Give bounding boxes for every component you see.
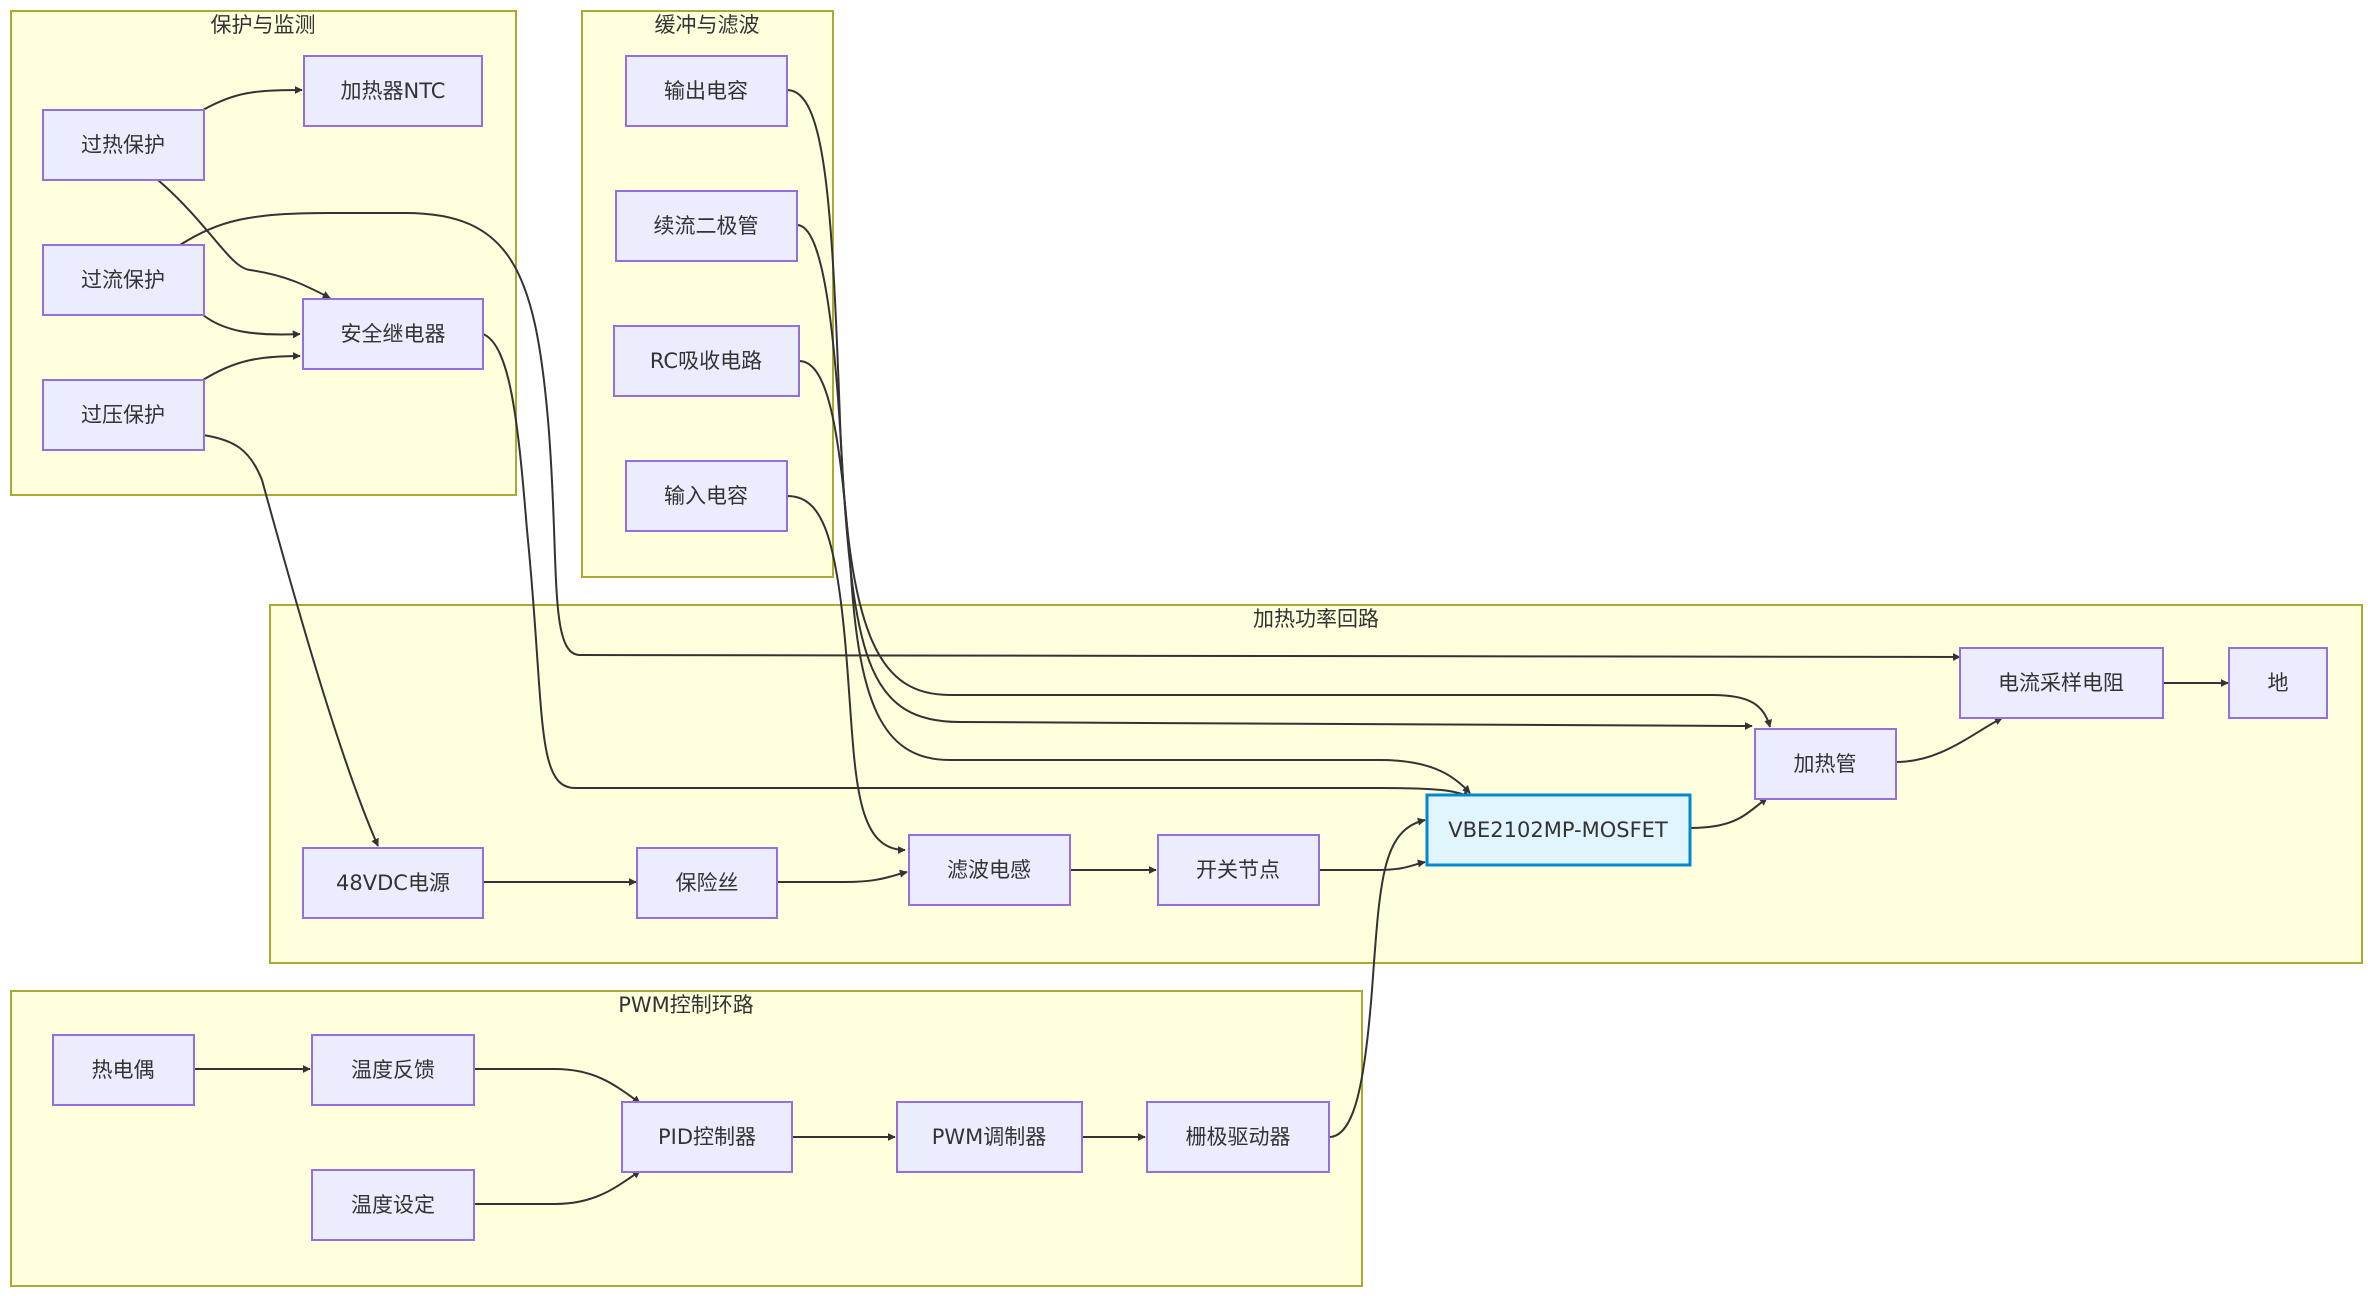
node-current-shunt: 电流采样电阻 — [1959, 647, 2164, 719]
edge-overheat-to-relay — [157, 179, 331, 299]
svg-text:滤波电感: 滤波电感 — [947, 858, 1031, 882]
node-fuse: 保险丝 — [636, 847, 778, 919]
svg-text:开关节点: 开关节点 — [1196, 858, 1280, 882]
edge-fuse-to-inductor — [776, 869, 908, 883]
edge-overheat-to-ntc — [202, 86, 303, 111]
node-pwm-modulator: PWM调制器 — [896, 1101, 1083, 1173]
edge-overvoltage-to-psu — [202, 434, 379, 847]
svg-text:电流采样电阻: 电流采样电阻 — [1998, 671, 2124, 695]
svg-text:温度反馈: 温度反馈 — [351, 1058, 435, 1082]
node-temperature-feedback: 温度反馈 — [311, 1034, 475, 1106]
edge-setpoint-to-pid — [474, 1170, 641, 1205]
node-ground: 地 — [2228, 647, 2328, 719]
svg-text:温度设定: 温度设定 — [351, 1193, 435, 1217]
svg-text:过热保护: 过热保护 — [81, 133, 165, 157]
svg-text:加热管: 加热管 — [1794, 752, 1857, 776]
edge-feedback-to-pid — [474, 1068, 641, 1104]
svg-text:栅极驱动器: 栅极驱动器 — [1186, 1125, 1291, 1149]
svg-text:VBE2102MP-MOSFET: VBE2102MP-MOSFET — [1448, 818, 1668, 842]
node-temperature-setpoint: 温度设定 — [311, 1169, 475, 1241]
node-overvoltage-protection: 过压保护 — [42, 379, 205, 451]
edge-relay-to-mosfet — [482, 333, 1471, 798]
node-heater-ntc: 加热器NTC — [303, 55, 483, 127]
edge-gatedriver-to-mosfet — [1328, 817, 1426, 1138]
svg-text:热电偶: 热电偶 — [92, 1058, 155, 1082]
cluster-title-protection: 保护与监测 — [211, 13, 316, 37]
svg-text:RC吸收电路: RC吸收电路 — [650, 349, 762, 373]
svg-text:续流二极管: 续流二极管 — [654, 214, 759, 238]
svg-text:PWM调制器: PWM调制器 — [932, 1125, 1047, 1149]
node-rc-snubber: RC吸收电路 — [613, 325, 800, 397]
node-mosfet: VBE2102MP-MOSFET — [1425, 793, 1692, 867]
edge-overcurrent-to-shunt — [179, 212, 1961, 661]
node-gate-driver: 栅极驱动器 — [1146, 1101, 1330, 1173]
edge-rc-snubber-to-mosfet — [798, 360, 1471, 794]
node-pid-controller: PID控制器 — [621, 1101, 793, 1173]
node-freewheel-diode: 续流二极管 — [615, 190, 798, 262]
svg-text:48VDC电源: 48VDC电源 — [336, 871, 450, 895]
edge-input-cap-to-inductor — [786, 495, 906, 854]
svg-text:过压保护: 过压保护 — [81, 403, 165, 427]
svg-text:PID控制器: PID控制器 — [658, 1125, 756, 1149]
edge-overvoltage-to-relay — [202, 352, 301, 381]
node-filter-inductor: 滤波电感 — [908, 834, 1071, 906]
edge-heater-to-shunt — [1895, 717, 2003, 763]
node-output-capacitor: 输出电容 — [625, 55, 788, 127]
cluster-title-buffer: 缓冲与滤波 — [655, 13, 760, 37]
node-switch-node: 开关节点 — [1157, 834, 1320, 906]
svg-text:地: 地 — [2268, 671, 2289, 695]
node-overcurrent-protection: 过流保护 — [42, 244, 205, 316]
node-overheat-protection: 过热保护 — [42, 109, 205, 181]
svg-text:加热器NTC: 加热器NTC — [341, 79, 446, 103]
edges — [157, 86, 2229, 1205]
svg-text:过流保护: 过流保护 — [81, 268, 165, 292]
node-safety-relay: 安全继电器 — [302, 298, 484, 370]
node-input-capacitor: 输入电容 — [625, 460, 788, 532]
cluster-title-pwm: PWM控制环路 — [618, 993, 754, 1017]
node-thermocouple: 热电偶 — [52, 1034, 195, 1106]
svg-text:保险丝: 保险丝 — [676, 871, 739, 895]
edge-overcurrent-to-relay — [202, 314, 301, 339]
edge-mosfet-to-heater — [1689, 797, 1768, 829]
cluster-title-power: 加热功率回路 — [1253, 607, 1379, 631]
node-heater-tube: 加热管 — [1754, 728, 1897, 800]
svg-text:输入电容: 输入电容 — [664, 484, 748, 508]
svg-text:安全继电器: 安全继电器 — [341, 322, 446, 346]
node-48vdc-power-supply: 48VDC电源 — [302, 847, 484, 919]
edge-switchnode-to-mosfet — [1318, 859, 1426, 871]
svg-text:输出电容: 输出电容 — [664, 79, 748, 103]
